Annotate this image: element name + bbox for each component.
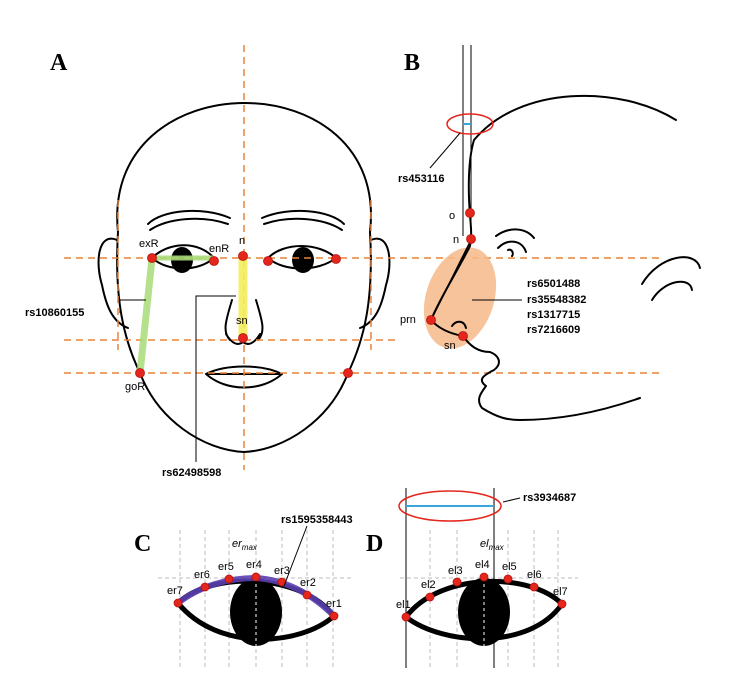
left-ear — [359, 237, 391, 329]
eye-d-label-el3: el3 — [448, 565, 463, 577]
profile-landmark-prn — [426, 315, 436, 325]
eye-c-label-er5: er5 — [218, 561, 234, 573]
prn-n-line — [430, 239, 472, 321]
snp-rs1317715: rs1317715 — [527, 309, 580, 321]
eye-c-point-er4 — [251, 572, 261, 582]
profile-label-sn: sn — [444, 340, 456, 352]
profile-ear — [641, 256, 701, 301]
panel-label-a: A — [50, 50, 68, 76]
label-sn: sn — [236, 315, 248, 327]
eye-c-iris — [230, 578, 282, 646]
eye-c-point-er7 — [173, 598, 183, 608]
left-iris — [292, 247, 314, 273]
eye-d-point-el3 — [452, 577, 462, 587]
snp-rs62498598: rs62498598 — [162, 467, 221, 479]
eye-c-point-er6 — [200, 582, 210, 592]
eye-d-point-el7 — [557, 599, 567, 609]
rs3934687-ellipse — [398, 490, 502, 522]
eye-c-max-label: ermax — [232, 538, 258, 552]
label-enR: enR — [209, 243, 229, 255]
landmark-goL — [343, 368, 353, 378]
panel-label-c: C — [134, 531, 151, 557]
eye-c-label-er1: er1 — [326, 598, 342, 610]
eye-c-point-er1 — [329, 611, 339, 621]
profile-label-n: n — [453, 234, 459, 246]
profile-landmark-sn — [458, 331, 468, 341]
snp-rs7216609: rs7216609 — [527, 324, 580, 336]
rs1595358443-leader — [283, 525, 308, 587]
eye-d-point-el1 — [401, 612, 411, 622]
left-eyebrow — [261, 209, 345, 231]
panel-c-right-eye: C er7 er6 er5 er4 er3 er2 — [134, 514, 353, 668]
rs453116-ellipse — [446, 113, 494, 135]
snp-rs10860155: rs10860155 — [25, 307, 84, 319]
rs62498598-leader — [195, 295, 236, 462]
eye-d-point-el5 — [503, 574, 513, 584]
eye-d-point-el6 — [529, 582, 539, 592]
nose-region-highlight — [423, 247, 497, 349]
profile-landmark-n — [466, 234, 476, 244]
eye-c-label-er7: er7 — [167, 585, 183, 597]
profile-label-o: o — [449, 210, 455, 222]
eye-c-grid — [158, 530, 352, 668]
landmark-exL — [331, 254, 341, 264]
profile-eyebrow — [495, 228, 535, 239]
right-ear — [97, 237, 129, 329]
landmark-goR — [135, 368, 145, 378]
landmark-sn — [238, 333, 248, 343]
eye-d-label-el5: el5 — [502, 561, 517, 573]
eye-c-label-er3: er3 — [274, 565, 290, 577]
rs453116-leader — [429, 132, 461, 169]
rs3934687-leader — [502, 497, 521, 503]
landmark-enL — [263, 256, 273, 266]
panel-b-profile: B rs453116 o n prn sn rs6501 — [398, 45, 701, 421]
profile-eye — [497, 240, 527, 257]
eye-d-label-el4: el4 — [475, 559, 490, 571]
exR-goR-segment — [136, 257, 156, 374]
eye-c-label-er2: er2 — [300, 577, 316, 589]
eye-d-label-el6: el6 — [527, 569, 542, 581]
label-n: n — [239, 235, 245, 247]
landmark-exR — [147, 253, 157, 263]
eye-c-label-er6: er6 — [194, 569, 210, 581]
snp-rs3934687: rs3934687 — [523, 492, 576, 504]
profile-label-prn: prn — [400, 314, 416, 326]
landmark-enR — [209, 256, 219, 266]
eye-d-point-el4 — [479, 572, 489, 582]
eye-d-label-el7: el7 — [553, 586, 568, 598]
label-exR: exR — [139, 238, 159, 250]
eye-d-grid — [400, 530, 578, 668]
snp-rs35548382: rs35548382 — [527, 294, 586, 306]
panel-a-frontal-face: A — [25, 45, 662, 479]
label-goR: goR — [125, 381, 145, 393]
panel-d-left-eye: D el1 el2 el3 el4 el5 el6 el7 — [366, 488, 578, 668]
rs10860155-leader — [119, 299, 146, 313]
profile-landmark-o — [465, 208, 475, 218]
landmark-n — [238, 251, 248, 261]
eye-d-max-label: elmax — [480, 538, 505, 552]
panel-label-b: B — [404, 50, 420, 76]
profile-nostril — [451, 320, 467, 329]
snp-rs6501488: rs6501488 — [527, 278, 580, 290]
eye-c-point-er5 — [224, 574, 234, 584]
right-eyebrow — [147, 209, 231, 231]
eye-d-label-el1: el1 — [396, 599, 411, 611]
eye-d-label-el2: el2 — [421, 579, 436, 591]
panel-label-d: D — [366, 531, 383, 557]
eye-d-iris — [458, 578, 510, 646]
snp-rs453116: rs453116 — [398, 173, 445, 185]
snp-rs1595358443: rs1595358443 — [281, 514, 353, 526]
eye-c-point-er2 — [302, 590, 312, 600]
eye-c-label-er4: er4 — [246, 559, 262, 571]
eye-d-point-el2 — [425, 592, 435, 602]
